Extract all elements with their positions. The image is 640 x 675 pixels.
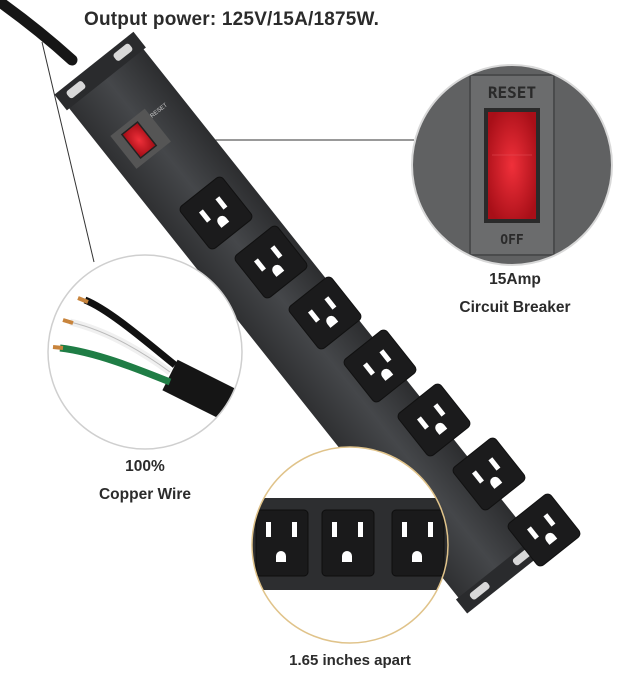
outlet-closeup [391,509,445,577]
headline-output-power: Output power: 125V/15A/1875W. [84,9,380,30]
power-cord [0,0,78,66]
copper-caption-line1: 100% [125,458,165,475]
copper-wire-zoom-callout [47,254,243,450]
outlet [397,383,471,457]
breaker-caption-line1: 15Amp [489,271,541,288]
outlet-closeup [321,509,375,577]
copper-caption-line2: Copper Wire [98,486,191,503]
breaker-caption: 15Amp Circuit Breaker [420,266,610,322]
breaker-caption-line2: Circuit Breaker [459,299,571,316]
outlet [288,276,362,350]
outlet [179,176,253,250]
outlet [507,493,581,567]
copper-caption: 100% Copper Wire [70,453,220,509]
outlet-closeup [255,509,309,577]
outlet [234,225,308,299]
outlet-group [179,176,581,567]
breaker-zoom-callout: RESET OFF [411,64,613,266]
leader-line-copper [41,41,95,263]
outlet [343,329,417,403]
outlet-spacing-zoom-callout [251,446,449,644]
strip-breaker-switch [110,108,171,169]
breaker-reset-text: RESET [488,83,536,102]
spacing-caption: 1.65 inches apart [289,652,411,669]
breaker-off-text: OFF [500,233,524,248]
outlet [452,437,526,511]
